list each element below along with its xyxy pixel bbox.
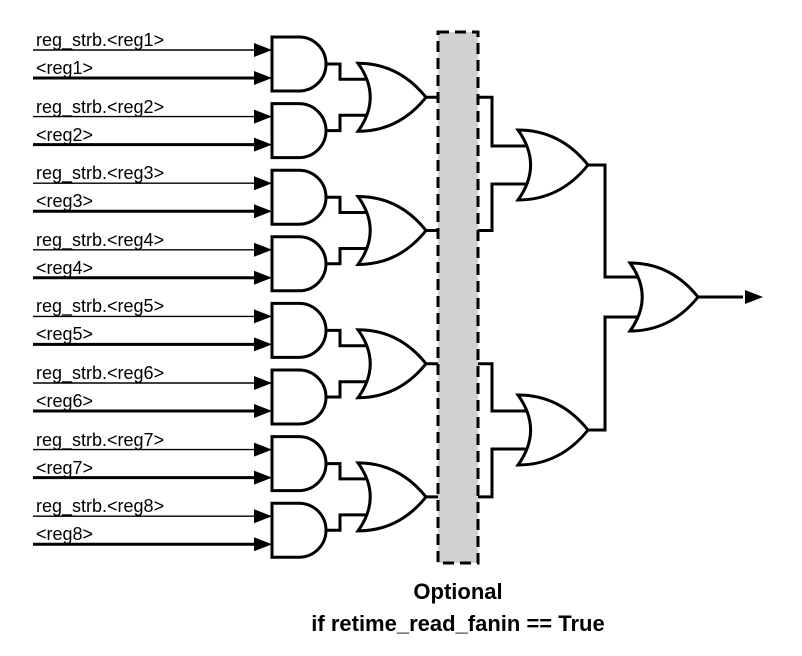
- value-arrowhead-icon: [254, 537, 272, 552]
- and-gate-7: [270, 435, 328, 493]
- and-or-link: [326, 513, 372, 532]
- or-gate-l1-1: [355, 61, 428, 133]
- and-gate-6: [270, 368, 328, 426]
- input-label-value-7: <reg7>: [36, 458, 94, 478]
- strobe-arrowhead-icon: [254, 242, 272, 257]
- and-or-link: [326, 113, 372, 133]
- or-gate-l1-2: [355, 194, 428, 267]
- and-gate-2: [270, 102, 328, 160]
- input-label-strobe-6: reg_strb.<reg6>: [36, 363, 165, 383]
- input-label-value-3: <reg3>: [36, 191, 94, 211]
- or-gate-l1-4: [355, 461, 428, 533]
- input-label-strobe-3: reg_strb.<reg3>: [36, 163, 165, 183]
- input-label-value-8: <reg8>: [36, 524, 94, 544]
- strobe-arrowhead-icon: [254, 442, 272, 457]
- input-label-value-6: <reg6>: [36, 391, 94, 411]
- strobe-arrowhead-icon: [254, 509, 272, 524]
- strobe-arrowhead-icon: [254, 176, 272, 191]
- and-or-link: [326, 62, 372, 81]
- or-gate-l2-1: [515, 128, 590, 202]
- and-or-link: [326, 247, 372, 266]
- or-gate-l2-2: [515, 393, 590, 467]
- value-arrowhead-icon: [254, 337, 272, 352]
- or2-final-link: [588, 163, 644, 279]
- input-label-value-2: <reg2>: [36, 125, 94, 145]
- optional-caption: Optional if retime_read_fanin == True: [258, 576, 658, 640]
- input-label-value-1: <reg1>: [36, 58, 94, 78]
- input-label-value-4: <reg4>: [36, 258, 94, 278]
- and-gate-1: [270, 35, 328, 93]
- value-arrowhead-icon: [254, 270, 272, 285]
- optional-caption-line2: if retime_read_fanin == True: [311, 611, 605, 636]
- input-label-value-5: <reg5>: [36, 324, 94, 344]
- input-label-strobe-5: reg_strb.<reg5>: [36, 296, 165, 316]
- and-gate-8: [270, 501, 328, 559]
- and-gate-4: [270, 235, 328, 293]
- optional-caption-line1: Optional: [413, 579, 503, 604]
- and-gate-5: [270, 301, 328, 359]
- input-label-strobe-7: reg_strb.<reg7>: [36, 430, 165, 450]
- value-arrowhead-icon: [254, 137, 272, 152]
- and-or-link: [326, 380, 372, 399]
- strobe-arrowhead-icon: [254, 309, 272, 324]
- and-or-link: [326, 328, 372, 348]
- output-arrowhead-icon: [745, 290, 763, 304]
- strobe-arrowhead-icon: [254, 109, 272, 124]
- or-gate-l1-3: [355, 328, 428, 400]
- value-arrowhead-icon: [254, 470, 272, 485]
- input-label-strobe-8: reg_strb.<reg8>: [36, 496, 165, 516]
- input-label-strobe-1: reg_strb.<reg1>: [36, 30, 165, 50]
- input-label-strobe-2: reg_strb.<reg2>: [36, 97, 165, 117]
- value-arrowhead-icon: [254, 204, 272, 219]
- and-gate-3: [270, 168, 328, 226]
- and-or-link: [326, 462, 372, 481]
- value-arrowhead-icon: [254, 71, 272, 85]
- value-arrowhead-icon: [254, 404, 272, 418]
- input-label-strobe-4: reg_strb.<reg4>: [36, 230, 165, 250]
- optional-retime-box: [436, 30, 480, 565]
- strobe-arrowhead-icon: [254, 43, 272, 57]
- or-gate-final: [627, 261, 700, 333]
- and-or-link: [326, 195, 372, 214]
- or2-final-link: [588, 315, 644, 432]
- strobe-arrowhead-icon: [254, 376, 272, 390]
